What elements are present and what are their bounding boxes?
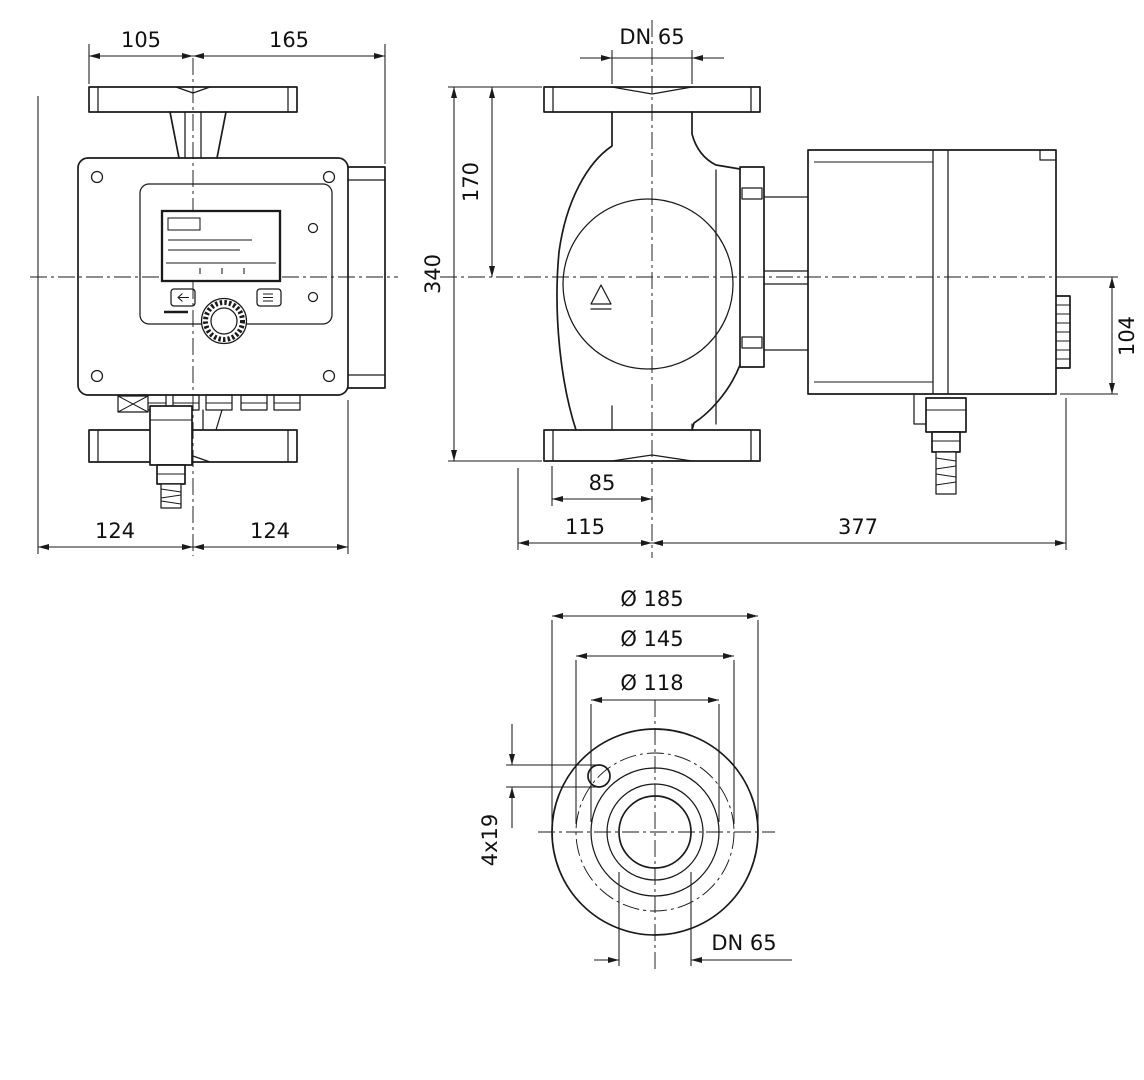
power-plug [149, 405, 193, 509]
side-view: DN 65 170 340 104 85 115 377 [421, 20, 1139, 558]
status-led-icon [307, 291, 319, 303]
display-screen [160, 209, 282, 283]
drain-plug [117, 395, 149, 413]
bolt-circle [575, 752, 735, 912]
dim-front-bottom-right: 124 [250, 519, 290, 543]
dim-side-170: 170 [459, 162, 483, 202]
front-dimensions: 105 165 124 124 [37, 28, 386, 554]
dim-side-104: 104 [1115, 316, 1139, 356]
housing-screw [90, 170, 104, 184]
dim-flange-185: Ø 185 [620, 587, 683, 611]
dim-front-bottom-left: 124 [95, 519, 135, 543]
dim-flange-dn65: DN 65 [711, 931, 776, 955]
bore-circle [618, 795, 692, 869]
stud-bolt [741, 187, 763, 200]
center-lines [440, 20, 1108, 558]
dim-flange-bolt-holes: 4x19 [478, 814, 502, 867]
dim-flange-118: Ø 118 [620, 671, 683, 695]
housing-screw [322, 369, 336, 383]
hub-circle [606, 783, 704, 881]
motor-housing [807, 149, 1071, 395]
motor-flange-plate [739, 166, 809, 368]
dim-side-377: 377 [838, 515, 878, 539]
side-dimensions: DN 65 170 340 104 85 115 377 [421, 25, 1139, 550]
flow-direction-icon [590, 284, 612, 310]
flange-outer-circle [551, 728, 759, 936]
dim-side-dn65: DN 65 [619, 25, 684, 49]
dim-side-85: 85 [589, 471, 616, 495]
bottom-flange [543, 429, 761, 462]
display-module [139, 183, 333, 345]
control-knob [200, 297, 248, 345]
dim-side-340: 340 [421, 254, 445, 294]
housing-screw [322, 170, 336, 184]
power-plug [913, 393, 967, 495]
flange-circles [551, 728, 759, 936]
menu-button [256, 288, 282, 307]
suction-neck [202, 409, 223, 431]
front-view: 105 165 124 124 [30, 28, 398, 556]
raised-face-circle [590, 767, 720, 897]
status-led-icon [307, 222, 319, 234]
dim-side-115: 115 [565, 515, 605, 539]
flange-dimensions: Ø 185 Ø 145 Ø 118 4x19 DN 65 [478, 587, 792, 966]
thread-icon [160, 488, 182, 505]
center-lines [538, 700, 775, 970]
stud-bolt [741, 336, 763, 349]
top-flange [543, 86, 761, 113]
dim-flange-145: Ø 145 [620, 627, 683, 651]
volute [556, 111, 741, 431]
back-arrow-icon [177, 293, 189, 302]
terminal-connector [1055, 295, 1071, 369]
top-flange [88, 86, 298, 159]
dim-front-top-left: 105 [121, 28, 161, 52]
flange-view: Ø 185 Ø 145 Ø 118 4x19 DN 65 [478, 587, 792, 970]
housing-screw [90, 369, 104, 383]
bolt-hole [587, 764, 611, 788]
menu-icon [263, 293, 273, 302]
thread-icon [935, 457, 957, 486]
dim-front-top-right: 165 [269, 28, 309, 52]
back-button [170, 288, 196, 307]
